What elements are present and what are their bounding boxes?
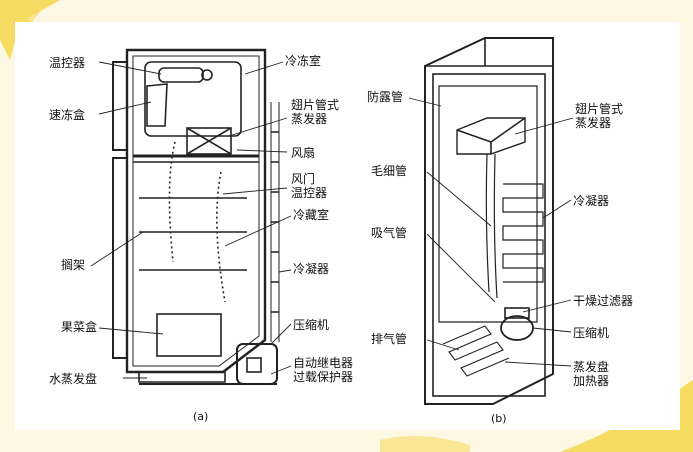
caption-b: (b) <box>491 412 507 425</box>
label-water-evap-tray: 水蒸发盘 <box>49 372 98 386</box>
label-condenser-a: 冷凝器 <box>293 262 330 276</box>
label-finned-evaporator-b: 翅片管式 蒸发器 <box>575 102 624 130</box>
label-compressor-a: 压缩机 <box>293 318 330 332</box>
label-freezer: 冷冻室 <box>285 54 322 68</box>
label-capillary: 毛细管 <box>371 164 408 178</box>
label-fan: 风扇 <box>291 146 316 160</box>
caption-a: (a) <box>193 410 209 423</box>
label-quick-freeze-box: 速冻盒 <box>49 108 86 122</box>
label-evap-tray-heater: 蒸发盘 加热器 <box>573 360 610 388</box>
label-finned-evaporator-a: 翅片管式 蒸发器 <box>291 98 340 126</box>
diagram-panel: 温控器 速冻盒 搁架 果菜盒 水蒸发盘 冷冻室 翅片管式 蒸发器 风扇 风门 温… <box>15 22 680 430</box>
label-anti-dew-pipe: 防露管 <box>367 90 404 104</box>
label-exhaust-pipe: 排气管 <box>371 332 408 346</box>
label-dry-filter: 干燥过滤器 <box>573 294 634 308</box>
figure-a-drawing <box>90 37 574 405</box>
label-compressor-b: 压缩机 <box>573 326 610 340</box>
label-temp-controller: 温控器 <box>49 56 86 70</box>
label-fridge-compartment: 冷藏室 <box>293 208 330 222</box>
label-relay-protector: 自动继电器 过载保护器 <box>293 356 354 384</box>
label-suction-pipe: 吸气管 <box>371 226 408 240</box>
label-damper-thermostat: 风门 温控器 <box>291 172 328 200</box>
label-condenser-b: 冷凝器 <box>573 194 610 208</box>
label-fruit-veg-box: 果菜盒 <box>61 320 98 334</box>
label-shelf: 搁架 <box>61 258 86 272</box>
